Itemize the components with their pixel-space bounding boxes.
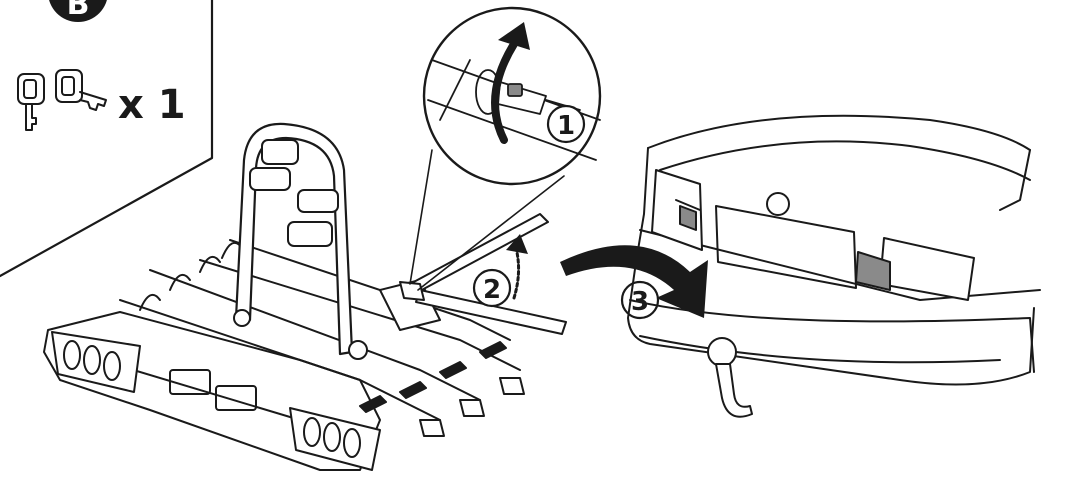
- section-letter: B: [67, 0, 90, 22]
- tail-light-left: [51, 331, 141, 393]
- licence-plate-recess: [715, 205, 857, 289]
- step-3-marker: 3: [620, 280, 660, 320]
- lock-detail-callout: 1: [409, 6, 602, 291]
- car-rear: [627, 114, 1041, 386]
- tail-light-right: [289, 407, 381, 471]
- car-tail-light-left: [651, 169, 703, 251]
- car-badge: [766, 192, 790, 216]
- frame-holder-mid: [287, 189, 339, 247]
- section-badge: B: [49, 0, 107, 22]
- tilt-lever: [399, 213, 567, 335]
- bike-carrier: [43, 122, 525, 471]
- tow-bar: [707, 337, 753, 418]
- keys-icon: [17, 69, 107, 131]
- lift-arrow-icon: [506, 234, 528, 300]
- rotate-arrow-icon: [491, 22, 530, 144]
- key-panel: B x 1: [0, 0, 214, 278]
- step-2-marker: 2: [472, 268, 512, 308]
- tow-ball: [707, 337, 737, 367]
- car-tail-light-right: [855, 237, 975, 301]
- step-1-number: 1: [557, 111, 575, 141]
- frame-holder-top: [249, 139, 299, 191]
- step-1-marker: 1: [546, 104, 586, 144]
- swing-arrow-icon: [560, 245, 708, 318]
- step-2-number: 2: [483, 275, 501, 305]
- key-quantity: x 1: [118, 82, 186, 128]
